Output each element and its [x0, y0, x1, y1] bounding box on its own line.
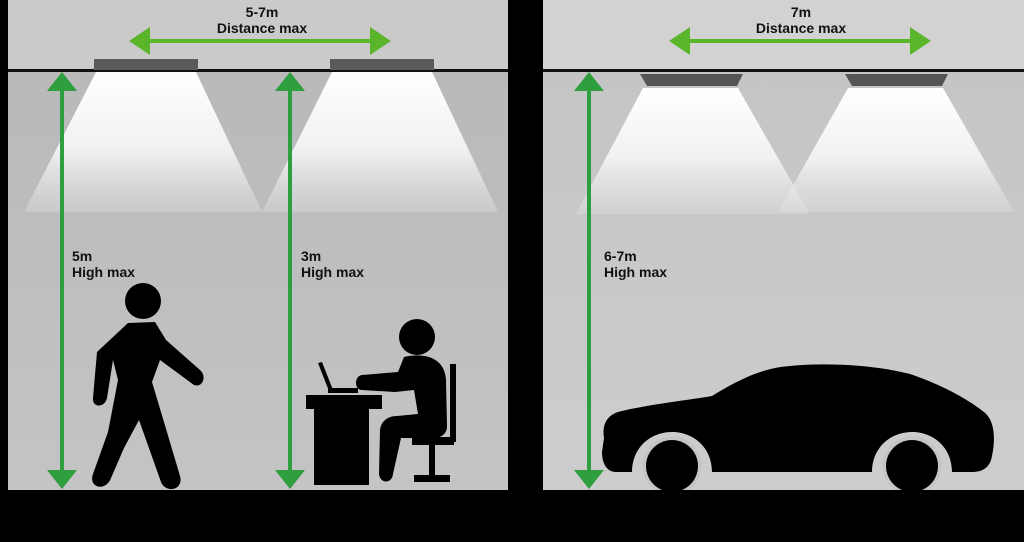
height-label-parking: 6-7m High max — [604, 248, 667, 280]
distance-value-left: 5-7m — [245, 4, 279, 20]
car-silhouette — [602, 364, 994, 496]
height-arrow-desk — [275, 72, 305, 489]
height-arrow-walking — [47, 72, 77, 489]
height-label-desk: 3m High max — [301, 248, 364, 280]
ceiling-line-left — [8, 69, 508, 72]
ceiling-line-right — [543, 69, 1024, 72]
height-value-walking: 5m — [72, 248, 93, 264]
distance-caption-right: Distance max — [755, 20, 847, 36]
height-caption-parking: High max — [604, 264, 668, 280]
light-beam-left-2 — [262, 72, 498, 212]
light-beam-right-2 — [778, 88, 1014, 212]
light-fixture-left-2 — [330, 59, 434, 70]
distance-caption-left: Distance max — [216, 20, 308, 36]
desk-worker-silhouette — [306, 319, 456, 485]
distance-value-right: 7m — [790, 4, 812, 20]
light-fixture-left-1 — [94, 59, 198, 70]
height-value-desk: 3m — [301, 248, 322, 264]
height-label-walking: 5m High max — [72, 248, 135, 280]
distance-label-left: 5-7m Distance max — [217, 4, 307, 36]
light-beam-left-1 — [24, 72, 262, 212]
light-fixture-right-1 — [640, 74, 743, 86]
height-caption-desk: High max — [301, 264, 365, 280]
distance-arrow-right — [669, 27, 931, 55]
left-edge — [0, 0, 8, 542]
distance-arrow-left — [129, 27, 391, 55]
left-panel-ceiling — [8, 0, 508, 70]
height-value-parking: 6-7m — [604, 248, 637, 264]
height-caption-walking: High max — [72, 264, 136, 280]
light-fixture-right-2 — [845, 74, 948, 86]
distance-label-right: 7m Distance max — [756, 4, 846, 36]
height-arrow-parking — [574, 72, 604, 489]
light-beam-right-1 — [576, 88, 810, 214]
walking-person-silhouette — [92, 283, 204, 490]
panel-divider — [508, 0, 543, 542]
right-panel-ceiling — [543, 0, 1024, 70]
